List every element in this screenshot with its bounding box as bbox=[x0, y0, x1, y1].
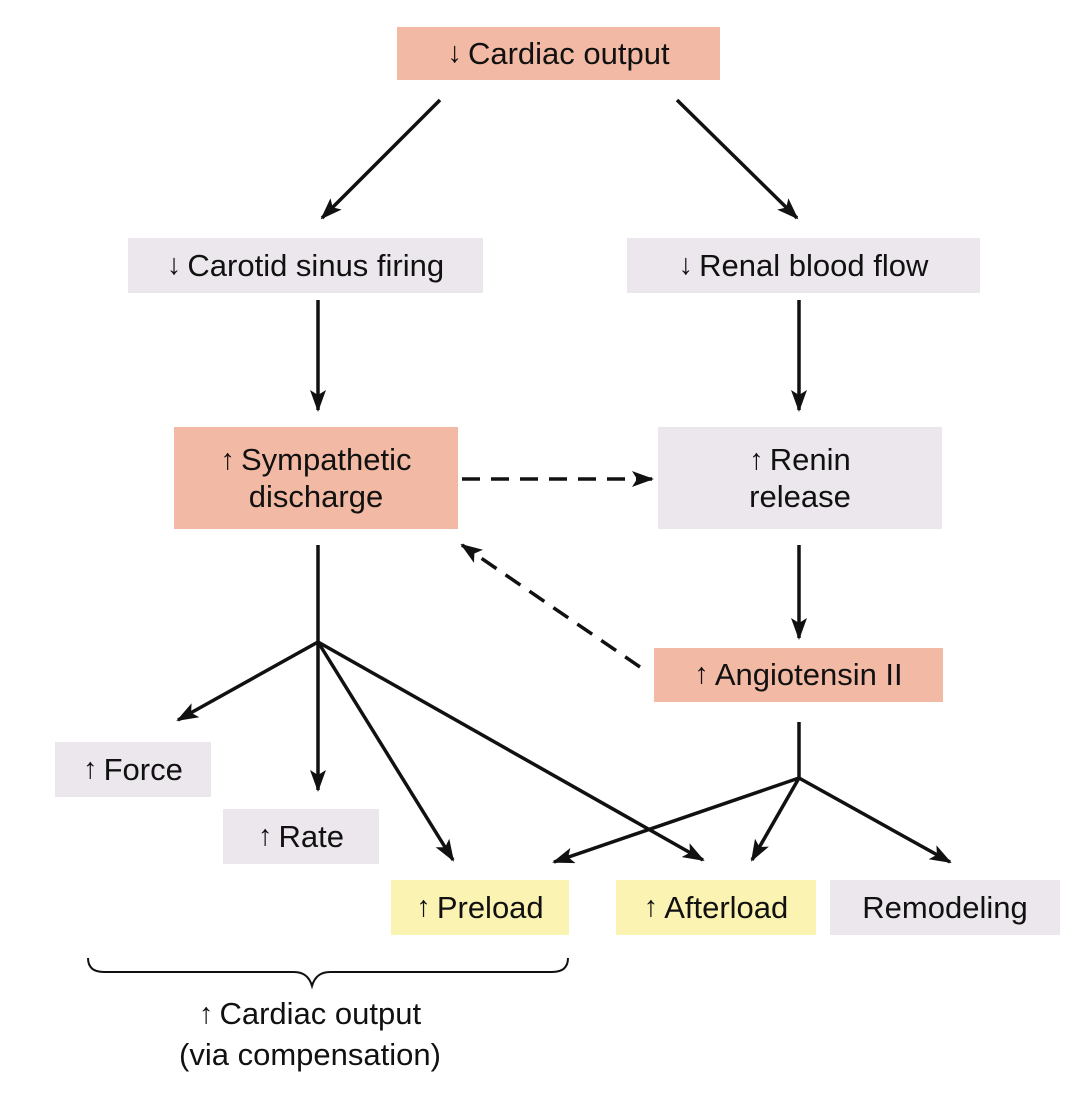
node-remodeling: Remodeling bbox=[830, 880, 1060, 935]
node-preload: ↑ Preload bbox=[391, 880, 569, 935]
down-arrow-icon: ↓ bbox=[447, 36, 462, 69]
node-label-line1: Sympathetic bbox=[240, 441, 412, 477]
node-cardiac-output: ↓ Cardiac output bbox=[397, 27, 720, 80]
up-arrow-icon: ↑ bbox=[258, 819, 273, 852]
arrow-angio-to-afterload bbox=[750, 777, 801, 862]
node-force: ↑ Force bbox=[55, 742, 211, 797]
node-sympathetic-discharge: ↑Sympathetic discharge bbox=[174, 427, 458, 529]
node-afterload: ↑ Afterload bbox=[616, 880, 816, 935]
arrow-angio-to-remodeling bbox=[798, 776, 952, 864]
up-arrow-icon: ↑ bbox=[198, 998, 214, 1030]
arrow-angio-to-preload bbox=[552, 776, 800, 864]
node-label: Carotid sinus firing bbox=[187, 247, 445, 283]
node-angiotensin-ii: ↑ Angiotensin II bbox=[654, 648, 943, 702]
up-arrow-icon: ↑ bbox=[416, 890, 431, 923]
up-arrow-icon: ↑ bbox=[643, 890, 659, 923]
up-arrow-icon: ↑ bbox=[694, 658, 709, 690]
up-arrow-icon: ↑ bbox=[83, 752, 98, 785]
arrow-cardiac-to-renal bbox=[675, 98, 799, 220]
caption-line2: (via compensation) bbox=[179, 1037, 441, 1072]
node-label: Remodeling bbox=[862, 889, 1028, 925]
arrow-to-force bbox=[176, 640, 319, 722]
down-arrow-icon: ↓ bbox=[166, 248, 182, 281]
compensation-caption: ↑Cardiac output (via compensation) bbox=[110, 994, 510, 1075]
node-label: Afterload bbox=[664, 889, 789, 925]
up-arrow-icon: ↑ bbox=[220, 443, 235, 476]
node-label-line2: release bbox=[749, 478, 851, 514]
node-rate: ↑ Rate bbox=[223, 809, 379, 864]
node-label-line2: discharge bbox=[248, 478, 384, 514]
node-carotid-sinus-firing: ↓ Carotid sinus firing bbox=[128, 238, 483, 293]
arrow-symp-to-preload bbox=[316, 641, 455, 862]
brace bbox=[87, 957, 569, 990]
node-label: Preload bbox=[436, 889, 544, 925]
node-label: Angiotensin II bbox=[714, 657, 903, 692]
node-label: Cardiac output bbox=[467, 35, 670, 71]
up-arrow-icon: ↑ bbox=[749, 443, 764, 476]
node-label-line1: Renin bbox=[769, 441, 851, 477]
node-label: Renal blood flow bbox=[699, 247, 929, 283]
node-label: Rate bbox=[278, 818, 344, 854]
caption-line1: Cardiac output bbox=[219, 996, 422, 1031]
node-renin-release: ↑Renin release bbox=[658, 427, 942, 529]
down-arrow-icon: ↓ bbox=[678, 248, 694, 281]
arrow-symp-to-afterload bbox=[317, 640, 705, 862]
arrow-cardiac-to-carotid bbox=[320, 98, 442, 220]
dashed-angiotensin-to-sympathetic bbox=[460, 543, 641, 669]
node-renal-blood-flow: ↓ Renal blood flow bbox=[627, 238, 980, 293]
node-label: Force bbox=[103, 751, 183, 787]
